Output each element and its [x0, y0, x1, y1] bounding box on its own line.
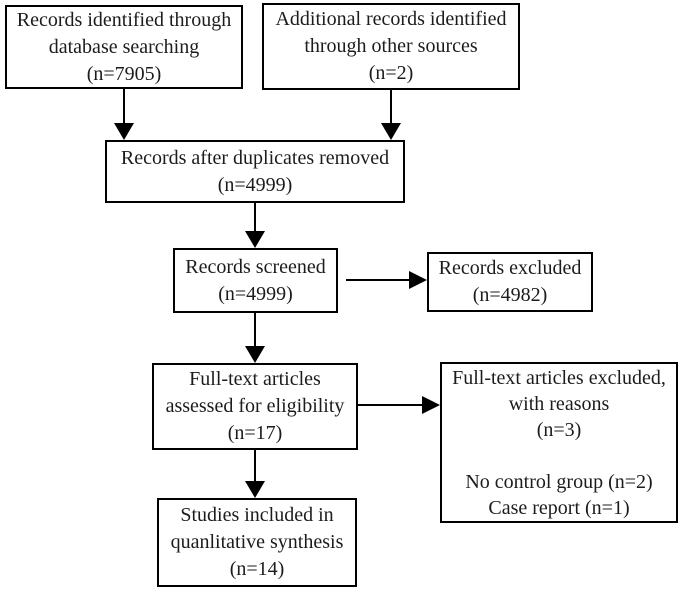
arrow-fulltext-to-included-line	[254, 450, 256, 481]
box-additional-records: Additional records identified through ot…	[262, 3, 520, 90]
box-fulltext-excluded: Full-text articles excluded, with reason…	[440, 362, 678, 523]
box-records-identified: Records identified through database sear…	[5, 5, 243, 89]
box-fulltext-excluded-label: Full-text articles excluded, with reason…	[452, 366, 666, 519]
box-studies-included: Studies included in quanlitative synthes…	[157, 498, 357, 587]
box-records-screened: Records screened (n=4999)	[173, 248, 338, 313]
arrow-fulltext-to-excluded-head	[422, 396, 440, 414]
box-records-excluded-label: Records excluded (n=4982)	[438, 257, 582, 306]
arrow-duplicates-to-screened-line	[254, 203, 256, 231]
box-records-identified-label: Records identified through database sear…	[16, 8, 232, 85]
arrow-fulltext-to-included-head	[245, 481, 265, 498]
arrow-screened-to-excluded-line	[346, 279, 409, 281]
arrow-duplicates-to-screened-head	[245, 231, 265, 248]
box-duplicates-removed: Records after duplicates removed (n=4999…	[105, 140, 405, 203]
box-additional-records-label: Additional records identified through ot…	[275, 8, 507, 84]
arrow-additional-to-duplicates-head	[381, 123, 401, 140]
arrow-screened-to-excluded-head	[409, 271, 427, 289]
arrow-identified-to-duplicates-line	[123, 89, 125, 123]
box-duplicates-removed-label: Records after duplicates removed (n=4999…	[120, 146, 390, 196]
arrow-fulltext-to-excluded-line	[358, 404, 422, 406]
box-studies-included-label: Studies included in quanlitative synthes…	[170, 504, 344, 580]
box-fulltext-assessed: Full-text articles assessed for eligibil…	[152, 363, 358, 450]
arrow-screened-to-fulltext-head	[245, 346, 265, 363]
box-records-excluded: Records excluded (n=4982)	[427, 252, 593, 312]
box-records-screened-label: Records screened (n=4999)	[185, 255, 326, 305]
arrow-additional-to-duplicates-line	[390, 90, 392, 123]
arrow-identified-to-duplicates-head	[114, 123, 134, 140]
arrow-screened-to-fulltext-line	[254, 313, 256, 346]
box-fulltext-assessed-label: Full-text articles assessed for eligibil…	[165, 368, 345, 444]
